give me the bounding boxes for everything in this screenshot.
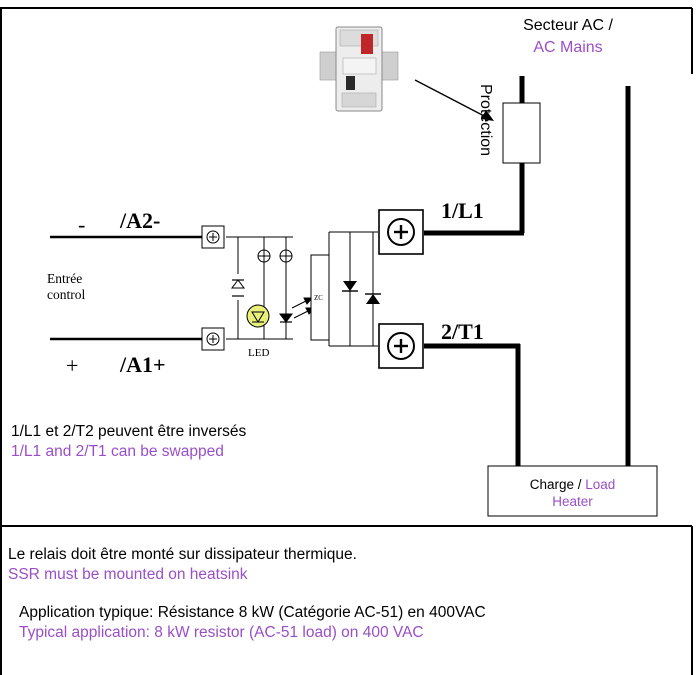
zero-cross-detector [310, 254, 330, 341]
note-swap-en: 1/L1 and 2/T1 can be swapped [11, 443, 224, 460]
protection-arrow [414, 79, 494, 121]
terminal-a2 [201, 225, 225, 249]
optocoupler-arrows [291, 297, 316, 319]
input-label-line2: control [47, 287, 85, 302]
opto-diode-icon [279, 313, 293, 323]
load-label-en-1: Load [585, 477, 616, 492]
load-box [487, 465, 658, 517]
label-l1: 1/L1 [441, 198, 484, 223]
mains-label-fr: Secteur AC / [523, 17, 613, 34]
note-heatsink-en: SSR must be mounted on heatsink [8, 566, 248, 583]
load-label: Charge / Load Heater [488, 476, 657, 510]
note-swap-fr: 1/L1 et 2/T2 peuvent être inversés [11, 423, 247, 440]
protection-label: Protection [477, 84, 494, 156]
note-application-fr: Application typique: Résistance 8 kW (Ca… [19, 604, 486, 621]
terminal-t1 [378, 323, 424, 369]
ssr-internal-wiring [226, 231, 378, 347]
led-label: LED [248, 347, 269, 359]
label-a1-sign: + [66, 353, 78, 378]
triac-icon [342, 281, 381, 304]
diagram-frame [0, 7, 693, 675]
note-application-en: Typical application: 8 kW resistor (AC-5… [19, 624, 424, 641]
led-icon [246, 304, 270, 328]
load-label-en-2: Heater [552, 494, 593, 509]
note-heatsink-fr: Le relais doit être monté sur dissipateu… [8, 546, 357, 563]
current-limiter-icons [257, 249, 293, 263]
load-label-fr: Charge / [529, 477, 582, 492]
label-t1: 2/T1 [441, 319, 484, 344]
input-label-line1: Entrée [47, 271, 82, 286]
circuit-breaker-illustration [319, 26, 399, 112]
label-a2-sign: - [78, 212, 85, 237]
terminal-l1 [378, 209, 424, 255]
protection-fuse [502, 102, 541, 164]
control-wires [50, 235, 202, 341]
zc-label: ZC [314, 294, 323, 302]
label-a1: /A1+ [119, 352, 166, 377]
mains-label-en: AC Mains [533, 39, 602, 56]
terminal-a1 [201, 327, 225, 351]
power-wiring [424, 76, 631, 466]
input-diode-icon [231, 274, 245, 300]
label-a2: /A2- [119, 208, 160, 233]
